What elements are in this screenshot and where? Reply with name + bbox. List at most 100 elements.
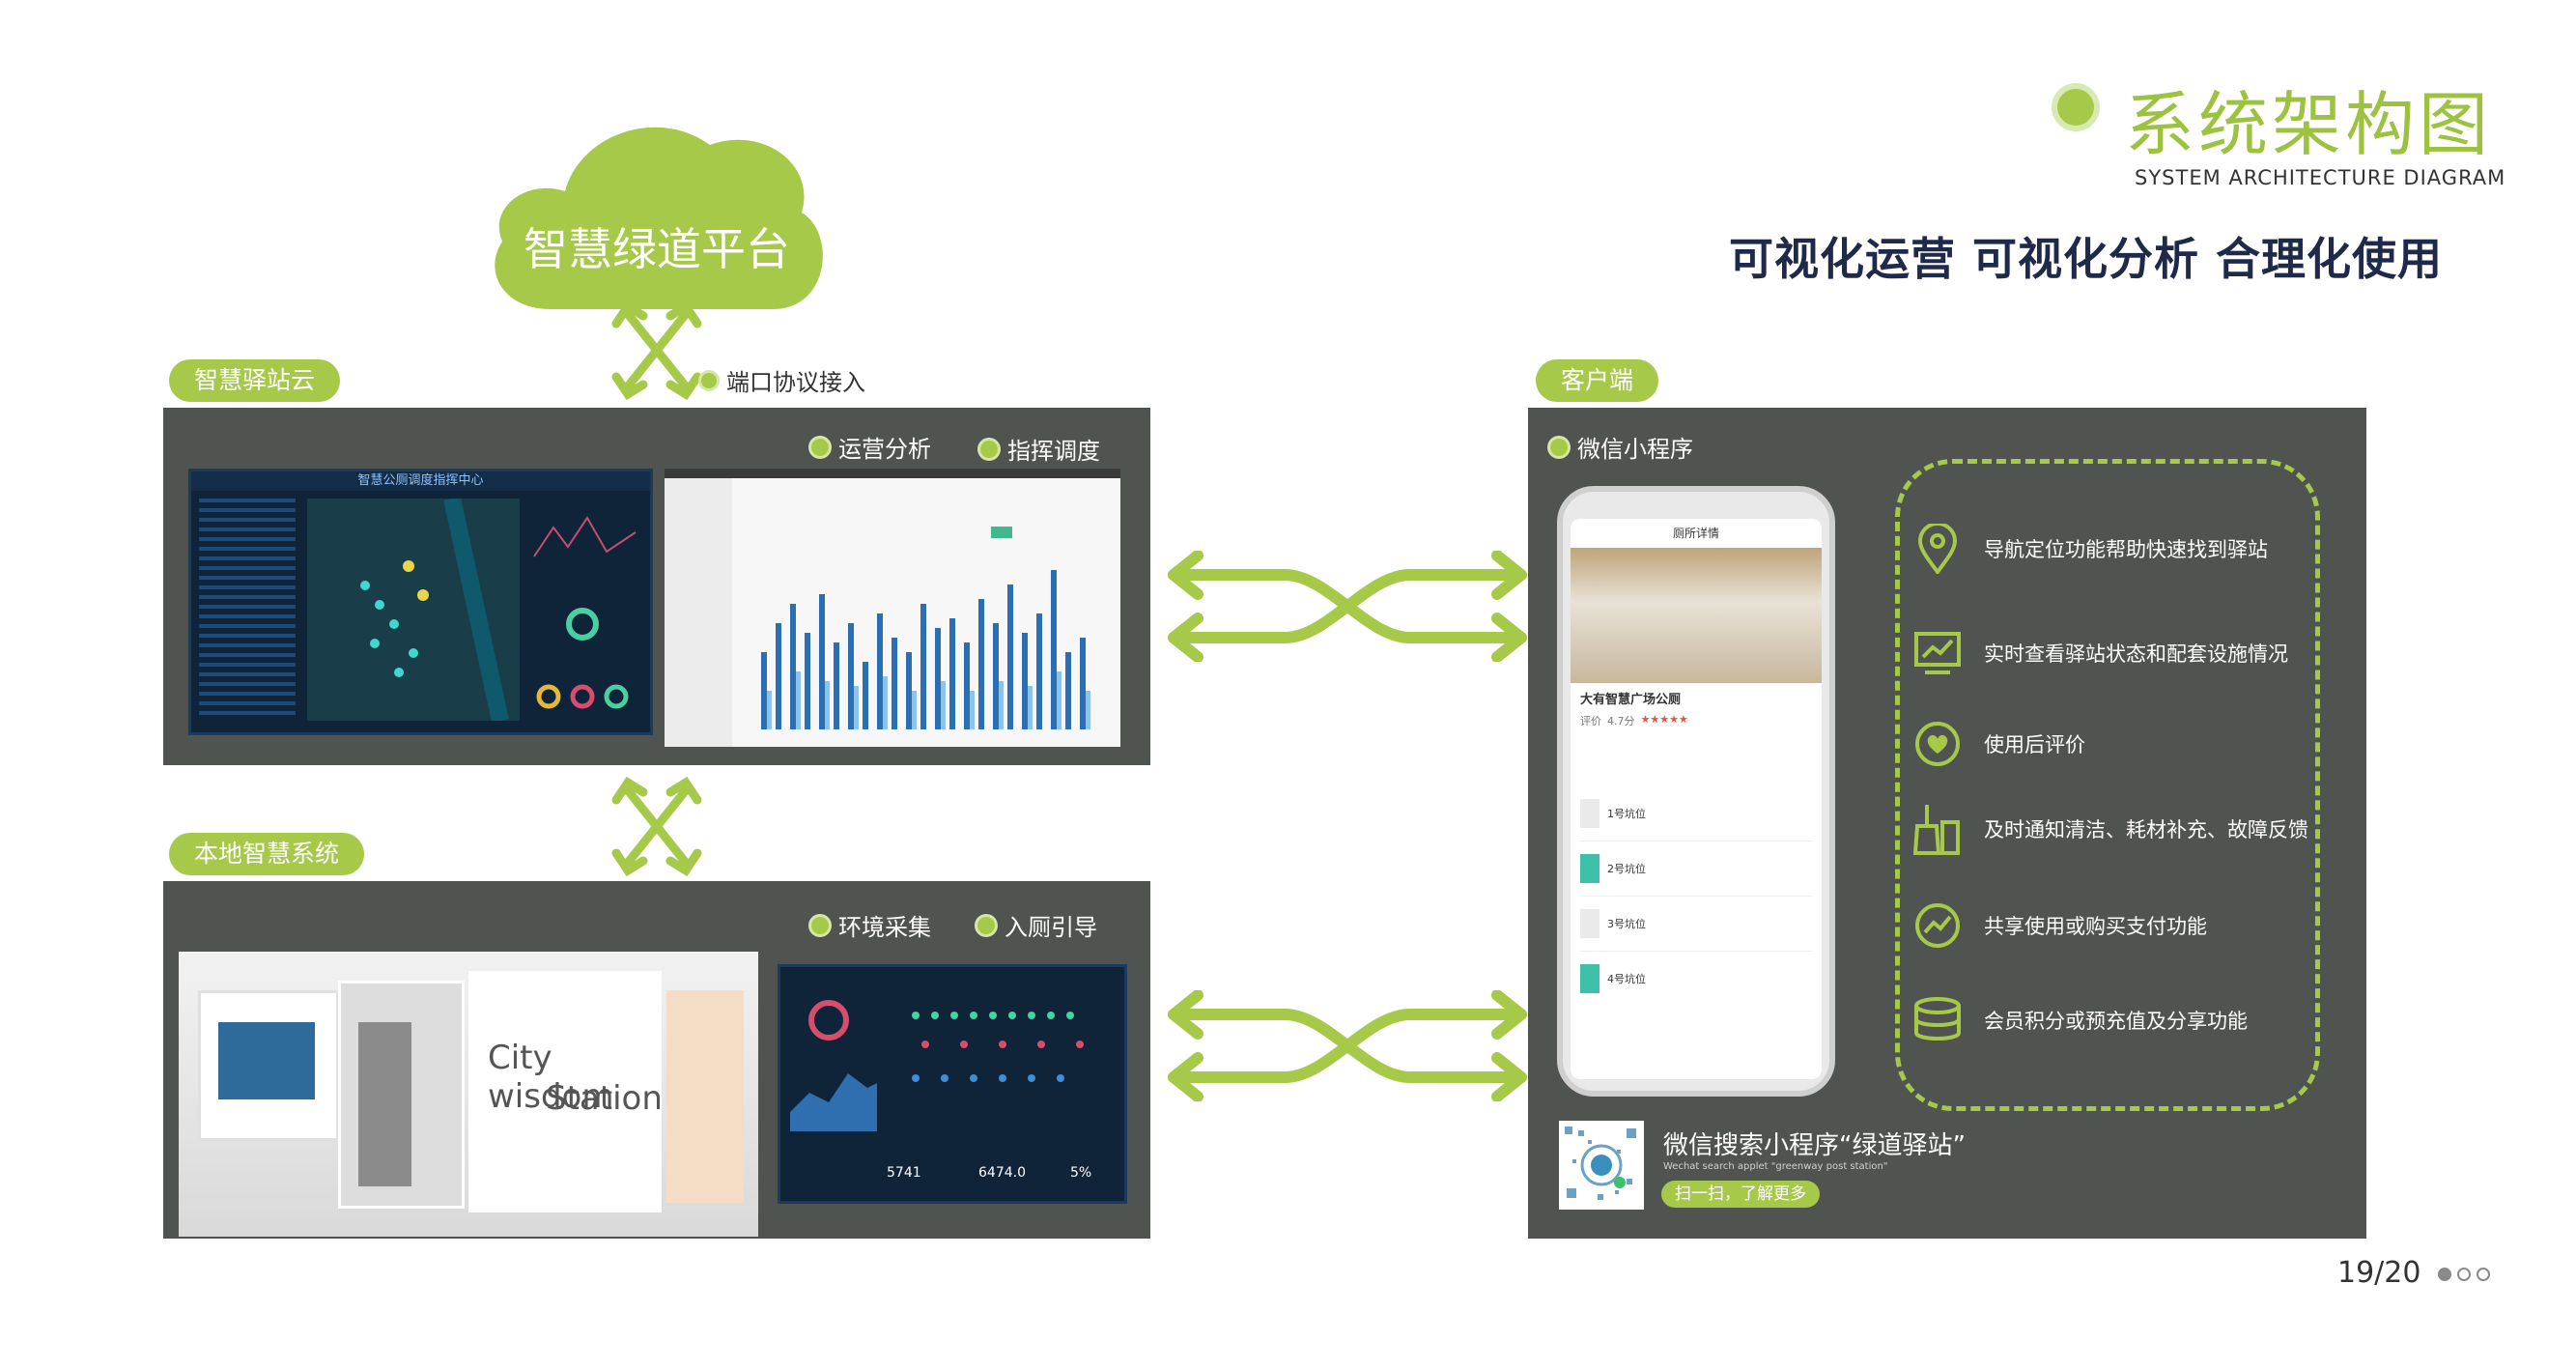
analytics-topbar — [665, 469, 1120, 478]
legend-dot — [1550, 438, 1568, 456]
legend-text: 入厕引导 — [1005, 914, 1097, 941]
slogan: 可视化运营 可视化分析 合理化使用 — [1729, 233, 2444, 285]
dashboard-map — [307, 497, 520, 723]
station-sign-line2: Station — [546, 1079, 663, 1118]
map-markers — [360, 497, 509, 723]
command-dashboard: 智慧公厕调度指挥中心 — [188, 469, 653, 735]
local-dashboard-charts — [790, 1000, 1084, 1131]
slot-list: 1号坑位 2号坑位 3号坑位 4号坑位 — [1571, 786, 1822, 1006]
legend-text: 指挥调度 — [1007, 438, 1100, 465]
phone-screen: 厕所详情 大有智慧广场公厕 评价 4.7分 ★★★★★ 1号坑位 2号坑位 3号… — [1571, 519, 1822, 1079]
slot-label: 4号坑位 — [1607, 973, 1646, 985]
local-dashboard: 5741 6474.0 5% — [778, 964, 1127, 1204]
feature-text: 共享使用或购买支付功能 — [1984, 915, 2207, 938]
feature-item: 使用后评价 — [1911, 717, 2316, 771]
station-screen — [218, 1022, 315, 1099]
analytics-screen — [665, 469, 1120, 747]
cloud-shape — [495, 127, 823, 309]
legend-dot — [701, 372, 717, 388]
title-bullet — [2057, 89, 2094, 126]
phone-rating: 评价 4.7分 ★★★★★ — [1571, 713, 1822, 728]
heart-rating-icon — [1911, 717, 1965, 771]
station-sign-wall: City wisdom Station — [468, 971, 663, 1212]
station-glass-door — [338, 981, 465, 1209]
analytics-sidebar — [665, 478, 732, 747]
toilet-icon — [1580, 964, 1599, 993]
pager-dots[interactable] — [2438, 1268, 2490, 1281]
legend-text: 环境采集 — [838, 914, 931, 941]
legend-miniprogram: 微信小程序 — [1550, 430, 1693, 464]
pager-dot[interactable] — [2457, 1268, 2471, 1281]
chart-monitor-icon — [1911, 626, 1965, 680]
feature-item: 实时查看驿站状态和配套设施情况 — [1911, 626, 2316, 680]
tag-local-system: 本地智慧系统 — [169, 833, 365, 875]
analytics-bar-chart — [761, 570, 1090, 729]
station-shop-window — [666, 990, 744, 1203]
slot-label: 3号坑位 — [1607, 918, 1646, 930]
stat-value: 5741 — [887, 1165, 921, 1181]
pager-dot[interactable] — [2477, 1268, 2490, 1281]
phone-photo — [1571, 548, 1822, 683]
location-pin-icon — [1911, 522, 1965, 576]
feature-item: 导航定位功能帮助快速找到驿站 — [1911, 522, 2316, 576]
share-payment-icon — [1911, 898, 1965, 953]
rating-stars: ★★★★★ — [1640, 713, 1688, 726]
analytics-query-button[interactable] — [991, 527, 1012, 538]
station-sign-line1: City wisdom — [488, 1039, 614, 1116]
toilet-icon — [1580, 799, 1599, 828]
station-left-module — [198, 990, 339, 1141]
slot-label: 1号坑位 — [1607, 808, 1646, 820]
phone-place: 大有智慧广场公厕 — [1580, 693, 1682, 707]
pager-dot-active[interactable] — [2438, 1268, 2451, 1281]
bidirectional-arrow-icon — [1168, 551, 1527, 662]
legend-dot — [811, 438, 829, 456]
feature-item: 共享使用或购买支付功能 — [1911, 898, 2316, 953]
slot-item[interactable]: 4号坑位 — [1580, 952, 1812, 1006]
legend-dot — [980, 440, 998, 458]
feature-text: 实时查看驿站状态和配套设施情况 — [1984, 642, 2288, 666]
feature-text: 导航定位功能帮助快速找到驿站 — [1984, 538, 2268, 561]
tag-cloud-station: 智慧驿站云 — [169, 359, 341, 402]
slot-item[interactable]: 2号坑位 — [1580, 841, 1812, 897]
rating-value: 4.7分 — [1607, 715, 1635, 727]
legend-operation: 运营分析 — [811, 430, 931, 464]
coins-stack-icon — [1911, 993, 1965, 1047]
toilet-icon — [1580, 909, 1599, 938]
legend-guidance: 入厕引导 — [977, 908, 1097, 942]
station-building: City wisdom Station — [179, 952, 758, 1237]
cloud-label: 智慧绿道平台 — [524, 223, 790, 275]
legend-dot — [977, 916, 995, 934]
station-door — [358, 1022, 411, 1186]
slot-item[interactable]: 3号坑位 — [1580, 897, 1812, 952]
cleaning-icon — [1911, 802, 1965, 856]
legend-text: 微信小程序 — [1577, 436, 1693, 463]
stat-value: 5% — [1070, 1165, 1092, 1181]
scan-more-button[interactable]: 扫一扫，了解更多 — [1661, 1181, 1820, 1208]
wechat-search-en: Wechat search applet "greenway post stat… — [1663, 1161, 1888, 1172]
wechat-search-text: 微信搜索小程序“绿道驿站” — [1663, 1131, 1966, 1160]
legend-environment: 环境采集 — [811, 908, 931, 942]
toilet-icon — [1580, 854, 1599, 883]
feature-text: 及时通知清洁、耗材补充、故障反馈 — [1984, 818, 2308, 841]
feature-box — [1895, 459, 2320, 1111]
cross-arrow-icon — [611, 776, 702, 877]
legend-dispatch: 指挥调度 — [980, 432, 1100, 466]
stat-value: 6474.0 — [978, 1165, 1026, 1181]
page-number: 19/20 — [2337, 1256, 2421, 1290]
page-title: 系统架构图 — [2125, 84, 2493, 165]
feature-item: 会员积分或预充值及分享功能 — [1911, 993, 2316, 1047]
phone-mockup: 厕所详情 大有智慧广场公厕 评价 4.7分 ★★★★★ 1号坑位 2号坑位 3号… — [1557, 486, 1835, 1097]
cross-arrow-icon — [611, 299, 702, 401]
qr-code-image — [1565, 1127, 1636, 1200]
feature-item: 及时通知清洁、耗材补充、故障反馈 — [1911, 802, 2316, 856]
side-charts — [533, 516, 637, 709]
dashboard-title: 智慧公厕调度指挥中心 — [191, 471, 650, 491]
legend-dot — [811, 916, 829, 934]
dashboard-table — [199, 499, 296, 721]
protocol-label: 端口协议接入 — [701, 363, 865, 397]
page-subtitle-en: SYSTEM ARCHITECTURE DIAGRAM — [2135, 166, 2506, 189]
qr-code[interactable] — [1559, 1121, 1644, 1210]
slot-label: 2号坑位 — [1607, 863, 1646, 875]
feature-text: 会员积分或预充值及分享功能 — [1984, 1010, 2248, 1033]
slot-item[interactable]: 1号坑位 — [1580, 786, 1812, 841]
